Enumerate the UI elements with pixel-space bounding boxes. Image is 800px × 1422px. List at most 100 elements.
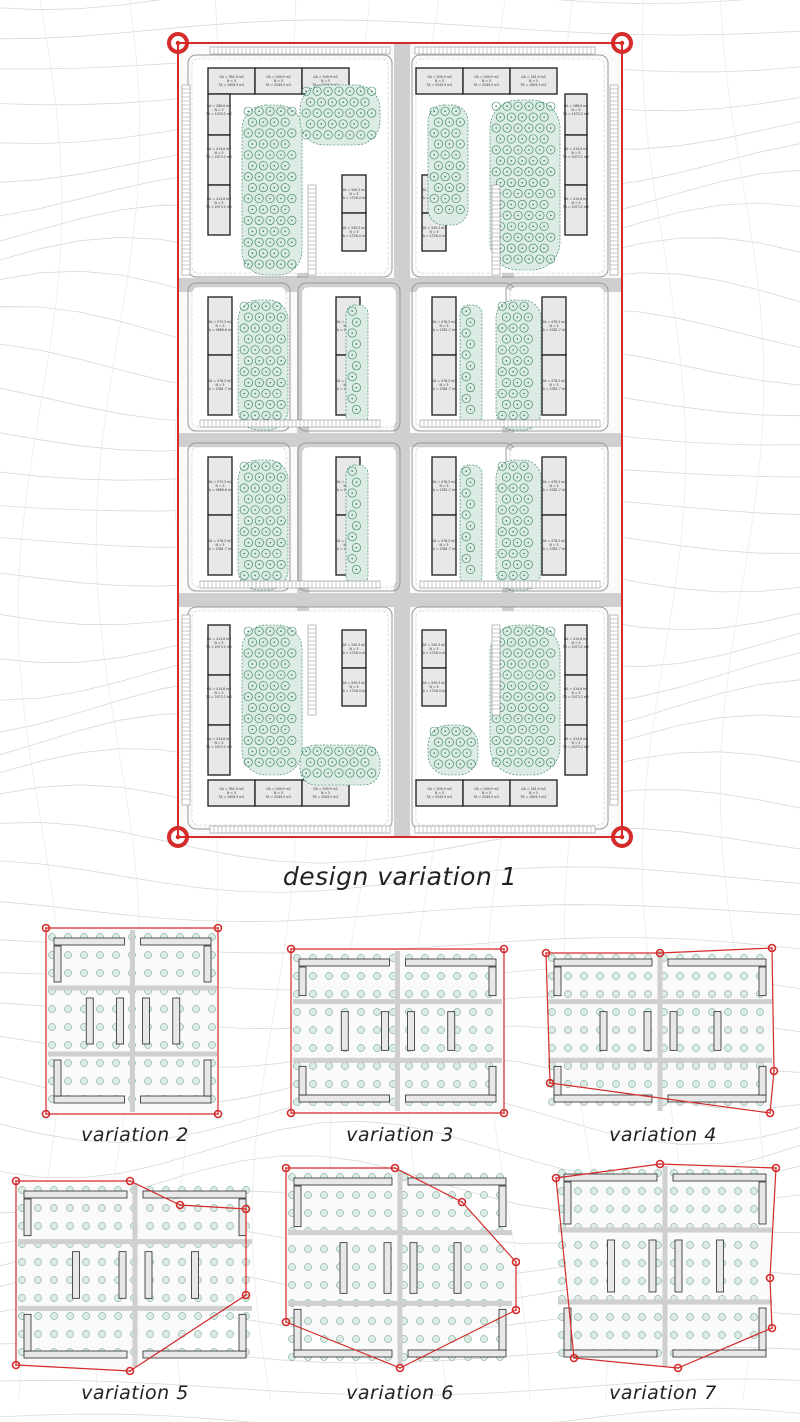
tree-icon: [272, 367, 282, 377]
tree-center: [506, 630, 508, 632]
tree-icon: [740, 1026, 748, 1034]
tree-icon: [114, 1312, 122, 1320]
tree-icon: [523, 334, 533, 344]
tree-icon: [734, 1277, 742, 1285]
tree-icon: [384, 1191, 392, 1199]
tree-icon: [702, 1331, 710, 1339]
tree-icon: [247, 226, 257, 236]
tree-icon: [334, 768, 344, 778]
tree-icon: [112, 1059, 120, 1067]
tree-center: [258, 652, 260, 654]
boundary-marker-center: [549, 1082, 551, 1084]
tree-center: [433, 752, 436, 754]
tree-center: [523, 487, 525, 489]
building-footprint: [142, 1350, 247, 1359]
tree-icon: [491, 123, 501, 133]
building-footprint: [341, 174, 367, 214]
tree-center: [269, 316, 272, 318]
tree-icon: [437, 1062, 445, 1070]
tree-icon: [638, 1241, 646, 1249]
tree-icon: [670, 1205, 678, 1213]
tree-icon: [502, 123, 512, 133]
tree-icon: [465, 361, 475, 371]
tree-icon: [622, 1313, 630, 1321]
building-footprint: [672, 1173, 767, 1182]
tree-icon: [523, 378, 533, 388]
building-footprint: [298, 1065, 307, 1096]
tree-center: [291, 241, 293, 244]
tree-center: [543, 203, 545, 206]
tree-icon: [80, 1041, 88, 1049]
tree-center: [370, 772, 373, 774]
tree-icon: [692, 1062, 700, 1070]
tree-icon: [160, 1059, 168, 1067]
tree-center: [254, 552, 256, 555]
tree-icon: [517, 134, 527, 144]
tree-icon: [546, 735, 556, 745]
tree-icon: [287, 215, 297, 225]
tree-icon: [644, 972, 652, 980]
tree-icon: [512, 494, 522, 504]
tree-icon: [574, 1241, 582, 1249]
tree-center: [516, 338, 519, 340]
tree-icon: [508, 410, 518, 420]
tree-center: [276, 327, 278, 329]
tree-icon: [734, 1187, 742, 1195]
tree-icon: [517, 703, 527, 713]
building-footprint: [118, 1251, 127, 1299]
tree-icon: [501, 334, 511, 344]
tree-icon: [276, 194, 286, 204]
tree-icon: [304, 1335, 312, 1343]
tree-icon: [440, 106, 450, 116]
tree-icon: [495, 724, 505, 734]
boundary-marker-icon: [655, 1159, 665, 1169]
tree-icon: [508, 461, 518, 471]
tree-center: [284, 663, 286, 665]
tree-center: [465, 310, 468, 313]
tree-icon: [82, 1312, 90, 1320]
tree-icon: [254, 312, 264, 322]
tree-icon: [528, 724, 538, 734]
tree-center: [243, 487, 245, 489]
tree-center: [455, 110, 457, 112]
tree-icon: [194, 1222, 202, 1230]
tree-icon: [508, 345, 518, 355]
tree-icon: [368, 1317, 376, 1325]
tree-icon: [453, 1062, 461, 1070]
tree-center: [516, 316, 519, 318]
building-footprint: [415, 779, 464, 807]
tree-center: [258, 219, 260, 222]
tree-icon: [194, 1330, 202, 1338]
tree-center: [455, 730, 457, 732]
tree-icon: [345, 130, 355, 140]
tree-center: [510, 138, 513, 140]
tree-icon: [528, 637, 538, 647]
tree-icon: [465, 339, 475, 349]
tree-center: [527, 360, 530, 362]
tree-icon: [301, 130, 311, 140]
tree-icon: [528, 659, 538, 669]
tree-center: [539, 105, 541, 107]
tree-icon: [351, 521, 361, 531]
tree-icon: [451, 128, 461, 138]
tree-center: [355, 321, 358, 323]
tree-icon: [546, 670, 556, 680]
tree-icon: [405, 1080, 413, 1088]
tree-icon: [654, 1205, 662, 1213]
tree-icon: [455, 161, 465, 171]
tree-icon: [519, 505, 529, 515]
tree-icon: [628, 1008, 636, 1016]
tree-icon: [254, 334, 264, 344]
tree-icon: [192, 1077, 200, 1085]
building-footprint: [447, 1011, 456, 1051]
parking-strip: [491, 184, 501, 276]
tree-icon: [261, 367, 271, 377]
tree-icon: [280, 703, 290, 713]
tree-icon: [756, 1044, 764, 1052]
tree-center: [316, 112, 318, 114]
tree-icon: [265, 259, 275, 269]
green-space: [241, 624, 303, 776]
tree-center: [280, 739, 282, 742]
tree-icon: [528, 199, 538, 209]
